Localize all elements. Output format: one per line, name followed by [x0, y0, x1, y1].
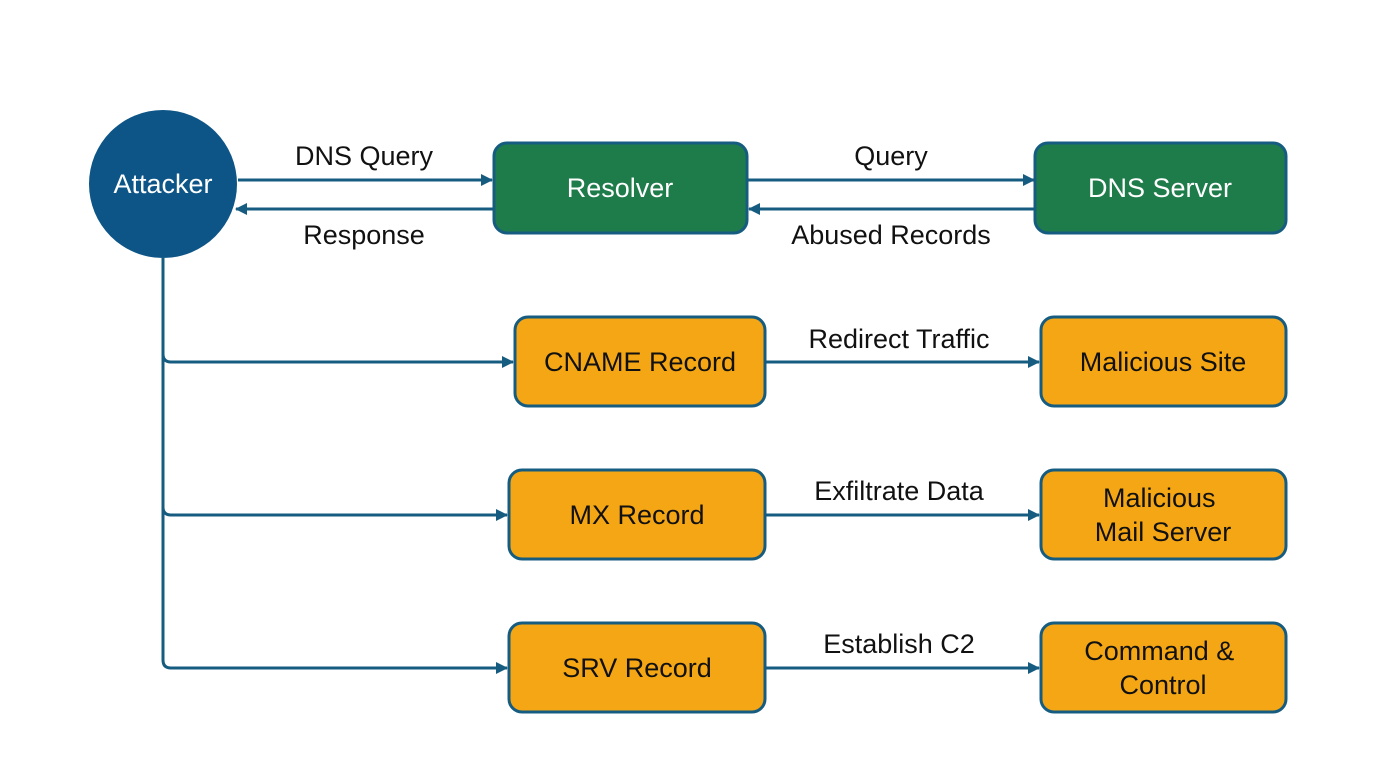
label-exfiltrate-data: Exfiltrate Data: [814, 476, 985, 506]
attacker-label: Attacker: [113, 169, 212, 199]
mx-record-label: MX Record: [569, 500, 704, 530]
command-control-label: Command & Control: [1084, 636, 1242, 700]
srv-record-node: [507, 621, 767, 714]
malicious-site-label: Malicious Site: [1080, 347, 1247, 377]
dns-server-label: DNS Server: [1088, 173, 1232, 203]
command-control-line-2: Control: [1119, 670, 1206, 700]
label-redirect-traffic: Redirect Traffic: [808, 324, 989, 354]
dns-server-node: [1033, 141, 1288, 235]
label-abused-records: Abused Records: [791, 220, 991, 250]
command-control-node: [1039, 621, 1288, 714]
cname-record-label: CNAME Record: [544, 347, 736, 377]
label-query: Query: [854, 141, 928, 171]
command-control-line-1: Command &: [1084, 636, 1234, 666]
label-response: Response: [303, 220, 425, 250]
malicious-mail-server-node: [1039, 468, 1288, 561]
resolver-label: Resolver: [567, 173, 674, 203]
label-establish-c2: Establish C2: [823, 629, 975, 659]
mx-record-node: [507, 468, 767, 561]
malicious-site-node: [1039, 315, 1288, 408]
cname-record-node: [513, 315, 767, 408]
edge-attacker-to-cname: [161, 353, 514, 368]
srv-record-label: SRV Record: [562, 653, 712, 683]
malicious-mail-server-line-2: Mail Server: [1095, 517, 1232, 547]
edge-attacker-trunk: [161, 258, 508, 674]
malicious-mail-server-line-1: Malicious: [1103, 483, 1216, 513]
label-dns-query: DNS Query: [295, 141, 434, 171]
malicious-mail-server-label: Malicious Mail Server: [1095, 483, 1232, 547]
resolver-node: [492, 141, 749, 235]
edge-attacker-to-mx: [161, 506, 508, 521]
attacker-node: [89, 110, 237, 258]
